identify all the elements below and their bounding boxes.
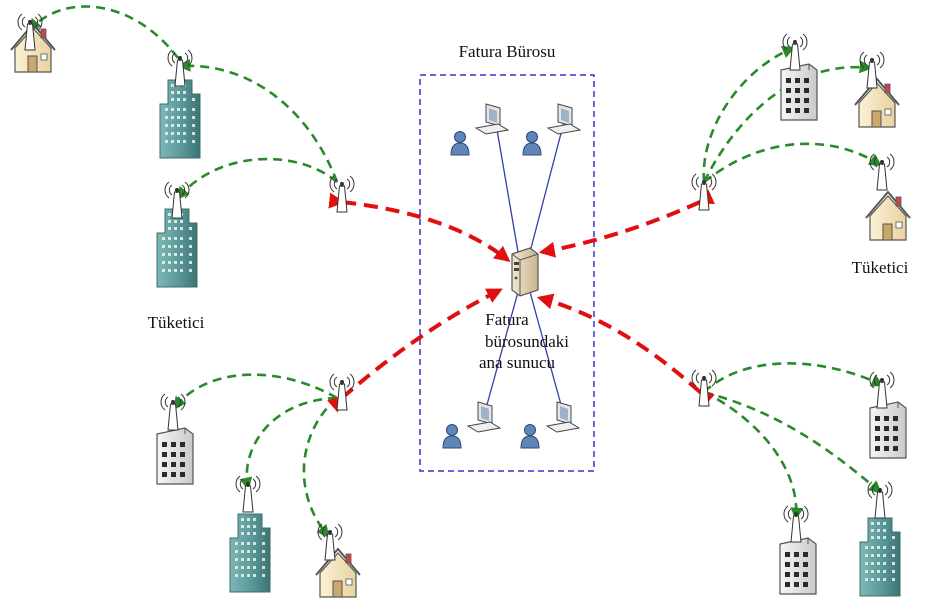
computer-icon [467, 401, 501, 433]
computer-icon [475, 103, 509, 135]
antenna-icon [329, 175, 355, 213]
user-icon [442, 424, 462, 449]
user-icon [522, 131, 542, 156]
house-icon [865, 191, 911, 241]
office-building-icon [229, 513, 271, 593]
wireless-links [28, 5, 885, 539]
antenna-icon [869, 153, 895, 191]
office-building-icon [159, 79, 201, 159]
user-icon [450, 131, 470, 156]
computer-icon [546, 401, 580, 433]
antenna-icon [867, 481, 893, 519]
office-building-icon [859, 517, 901, 597]
house-icon [315, 548, 361, 598]
consumer-label-left: Tüketici [148, 313, 205, 332]
apartment-icon [779, 537, 817, 595]
consumer-label-right: Tüketici [852, 258, 909, 277]
office-title: Fatura Bürosu [459, 42, 556, 61]
apartment-icon [156, 427, 194, 485]
server-label-line1: Fatura [485, 310, 529, 329]
user-icon [520, 424, 540, 449]
apartment-icon [869, 401, 907, 459]
billing-office-boundary [419, 74, 595, 472]
computer-icon [547, 103, 581, 135]
server-label-line3: ana sunucu [479, 353, 556, 372]
server-icon [511, 247, 539, 297]
backhaul-links [327, 189, 715, 413]
server-label-line2: bürosundaki [485, 332, 569, 351]
office-building-icon [156, 208, 198, 288]
apartment-icon [780, 63, 818, 121]
antenna-icon [869, 371, 895, 409]
